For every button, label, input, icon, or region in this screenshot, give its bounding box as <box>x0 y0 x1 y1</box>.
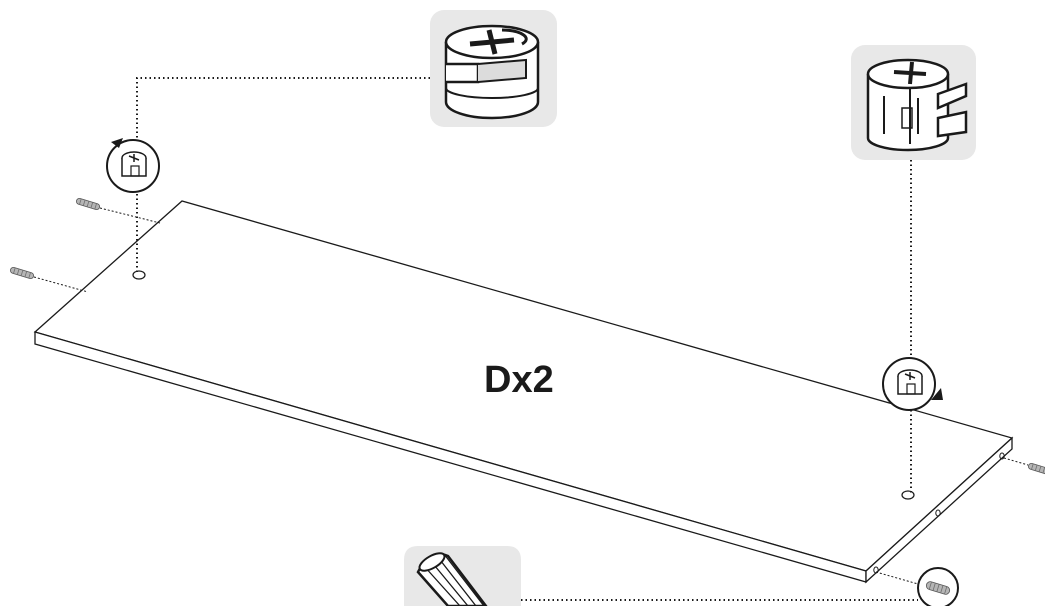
cam-lock-icon <box>444 24 540 120</box>
cam-bolt-right <box>1003 457 1045 476</box>
dowel-callout <box>404 546 521 606</box>
cam-housing-marker-right <box>882 357 943 411</box>
shelf-panel <box>33 200 1014 584</box>
cam-housing-callout <box>851 45 976 160</box>
cam-housing-icon <box>866 58 968 152</box>
cam-bolt-left-lower <box>9 266 89 293</box>
cam-housing-marker-left <box>106 138 160 193</box>
panel-label: Dx2 <box>484 359 554 401</box>
cam-bolt-marker <box>917 567 959 606</box>
cam-bolt-icon <box>925 581 951 595</box>
cam-bolt-left-upper <box>75 197 161 224</box>
cam-lock-callout <box>430 10 557 127</box>
dowel-icon <box>416 552 488 606</box>
